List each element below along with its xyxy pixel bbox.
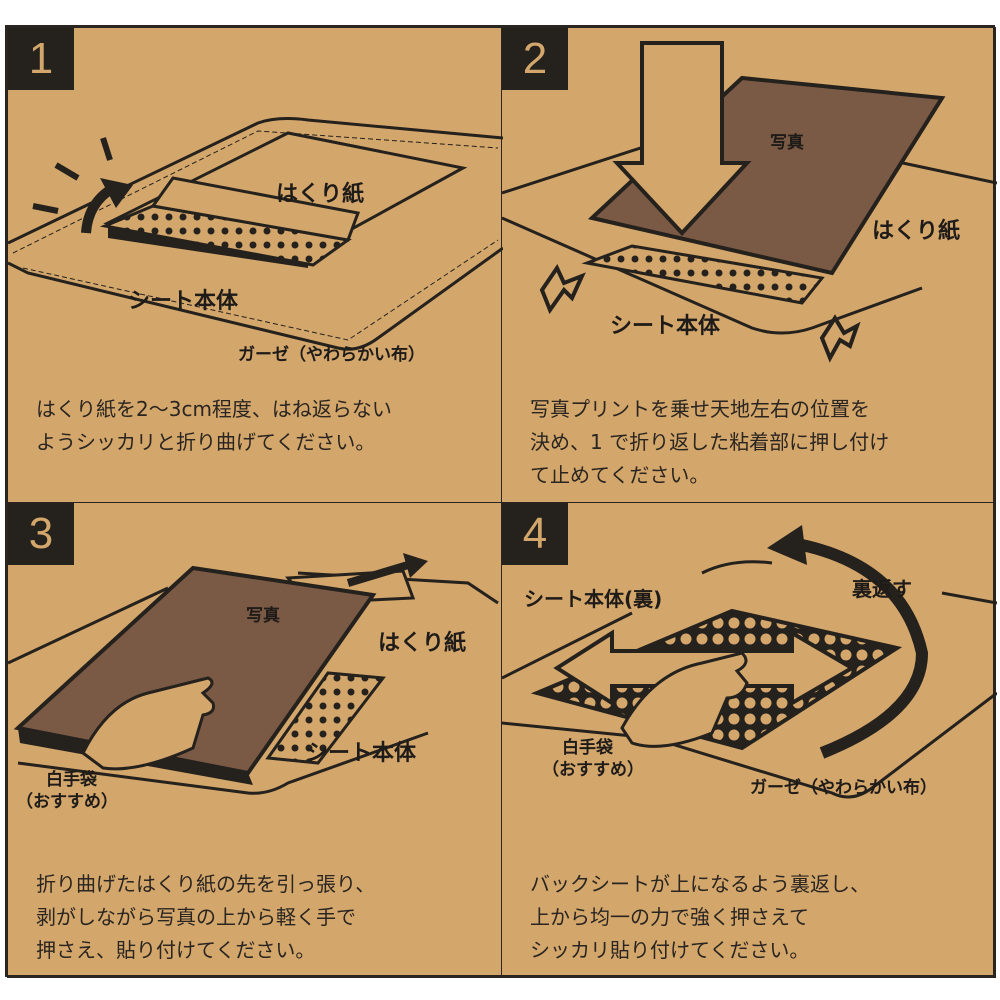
step-1-panel: 1 はくり紙 シート本体 ガーゼ（やわらかい布） はくり紙を2～3cm程度、はね…	[7, 27, 503, 503]
desc-line: 決め、1 で折り返した粘着部に押し付け	[530, 430, 890, 454]
step-1-description: はくり紙を2～3cm程度、はね返らない ようシッカリと折り曲げてください。	[36, 393, 481, 459]
sheet-body	[581, 244, 825, 305]
label-release-paper: はくり紙	[378, 631, 467, 656]
instruction-sheet: 1 はくり紙 シート本体 ガーゼ（やわらかい布） はくり紙を2～3cm程度、はね…	[5, 25, 997, 978]
desc-line: 折り曲げたはくり紙の先を引っ張り、	[36, 872, 376, 896]
label-sheet-body: シート本体	[306, 741, 417, 766]
step-number: 3	[8, 503, 74, 565]
step-4-illustration	[502, 525, 997, 799]
folded-flap	[150, 176, 361, 242]
step-4-panel: 4 シート本体(裏) 裏返す 白手袋 （おすすめ） ガーゼ（やわらかい布） バッ…	[501, 502, 997, 978]
label-glove-note: （おすすめ）	[16, 792, 118, 812]
label-gauze: ガーゼ（やわらかい布）	[238, 345, 425, 365]
gauze-outline	[8, 117, 503, 351]
step-3-panel: 3 写真 はくり紙 シート本体 白手袋 （おすすめ） 折り曲げたはくり紙の先を引…	[7, 502, 502, 978]
press-arrow-icon	[539, 263, 586, 315]
label-release-paper: はくり紙	[276, 182, 365, 207]
desc-line: ようシッカリと折り曲げてください。	[36, 430, 376, 454]
step-2-description: 写真プリントを乗せ天地左右の位置を 決め、1 で折り返した粘着部に押し付け て止…	[530, 393, 975, 492]
pull-arrow-icon	[346, 561, 410, 587]
gloved-hand-icon	[620, 651, 749, 748]
step-3-description: 折り曲げたはくり紙の先を引っ張り、 剥がしながら写真の上から軽く手で 押さえ、貼…	[36, 868, 481, 967]
label-sheet-back: シート本体(裏)	[524, 587, 663, 611]
label-sheet-body: シート本体	[128, 289, 239, 314]
label-sheet-body: シート本体	[610, 314, 721, 339]
step-4-description: バックシートが上になるよう裏返し、 上から均一の力で強く押さえて シッカリ貼り付…	[530, 868, 975, 967]
label-flip: 裏返す	[852, 577, 912, 601]
down-arrow-icon	[612, 41, 752, 236]
desc-line: て止めてください。	[530, 463, 710, 487]
desc-line: はくり紙を2～3cm程度、はね返らない	[36, 397, 392, 421]
label-release-paper: はくり紙	[872, 219, 961, 244]
step-1-illustration	[8, 117, 503, 351]
desc-line: 上から均一の力で強く押さえて	[530, 905, 809, 929]
label-glove-note: （おすすめ）	[542, 760, 644, 780]
press-arrow-icon	[819, 314, 861, 363]
label-photo: 写真	[246, 606, 280, 626]
step-number: 1	[8, 28, 74, 90]
desc-line: バックシートが上になるよう裏返し、	[530, 872, 870, 896]
flip-arrow-icon	[790, 537, 929, 759]
gloved-hand-icon	[81, 676, 215, 771]
label-gauze: ガーゼ（やわらかい布）	[750, 778, 937, 798]
label-photo: 写真	[770, 133, 804, 153]
desc-line: 剥がしながら写真の上から軽く手で	[36, 905, 356, 929]
step-2-panel: 2 写真 はくり紙 シート本体 写真プリントを乗せ天地左右の位置を 決め、1 で…	[501, 27, 997, 503]
desc-line: シッカリ貼り付けてください。	[530, 938, 810, 962]
step-3-illustration	[8, 553, 499, 795]
step-2-illustration	[502, 41, 997, 363]
desc-line: 押さえ、貼り付けてください。	[36, 938, 316, 962]
step-number: 4	[502, 503, 568, 565]
desc-line: 写真プリントを乗せ天地左右の位置を	[530, 397, 870, 421]
label-glove: 白手袋	[46, 770, 97, 790]
label-glove: 白手袋	[562, 738, 613, 758]
step-number: 2	[502, 28, 568, 90]
sheet-body	[265, 671, 386, 765]
